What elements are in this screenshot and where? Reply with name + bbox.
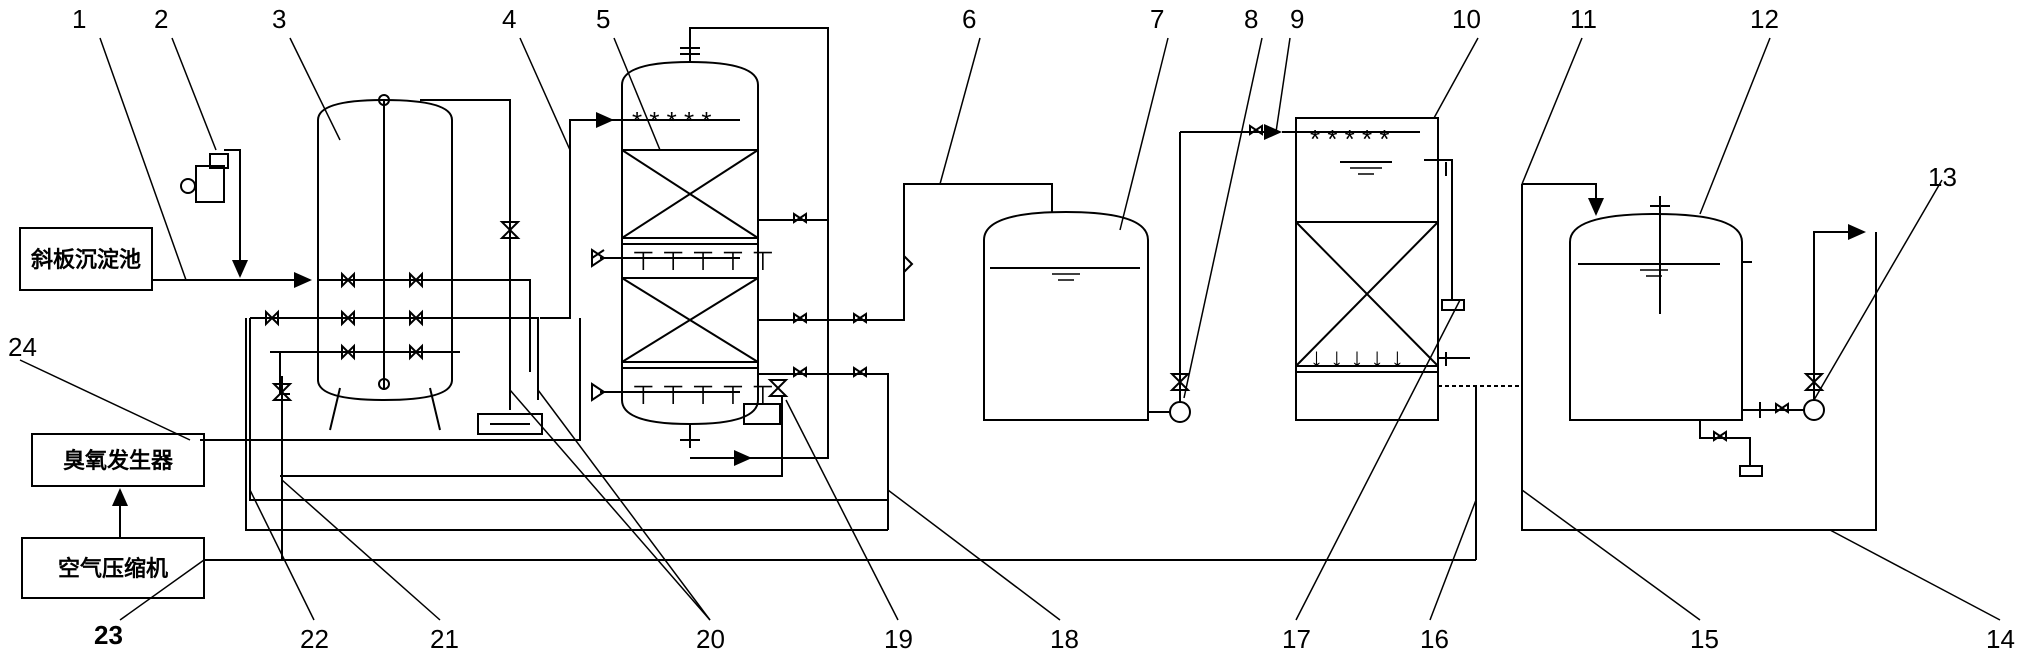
callout-22: 22 xyxy=(300,624,329,654)
callout-19: 19 xyxy=(884,624,913,654)
callout-21: 21 xyxy=(430,624,459,654)
callout-17: 17 xyxy=(1282,624,1311,654)
callout-1: 1 xyxy=(72,4,86,34)
callout-10: 10 xyxy=(1452,4,1481,34)
vessel-outlet-pipe xyxy=(460,317,539,400)
pressure-vessel xyxy=(250,94,460,431)
callout-8: 8 xyxy=(1244,4,1258,34)
callout-12: 12 xyxy=(1750,4,1779,34)
callout-5: 5 xyxy=(596,4,610,34)
settling-tank-box: 斜板沉淀池 xyxy=(19,227,153,291)
svg-text:⊤ ⊤ ⊤ ⊤ ⊤: ⊤ ⊤ ⊤ ⊤ ⊤ xyxy=(632,246,774,276)
dosing-device xyxy=(180,149,248,278)
storage-tank xyxy=(983,210,1149,421)
callout-4: 4 xyxy=(502,4,516,34)
callout-numbers: 1 2 3 4 5 6 7 8 9 10 11 12 13 14 15 16 1… xyxy=(8,4,2015,654)
bottom-return-line xyxy=(245,318,888,531)
pump-8 xyxy=(1169,401,1191,423)
callout-6: 6 xyxy=(962,4,976,34)
callout-16: 16 xyxy=(1420,624,1449,654)
callout-14: 14 xyxy=(1986,624,2015,654)
valve-v3 xyxy=(767,379,789,397)
pump-13 xyxy=(1803,399,1825,421)
callout-3: 3 xyxy=(272,4,286,34)
svg-text:↓ ↓ ↓ ↓ ↓: ↓ ↓ ↓ ↓ ↓ xyxy=(1310,342,1404,372)
svg-text:* * * * *: * * * * * xyxy=(632,106,712,136)
ozone-generator-label: 臭氧发生器 xyxy=(63,448,174,474)
svg-text:* * * * *: * * * * * xyxy=(1310,124,1390,154)
right-loop-line xyxy=(1521,184,1877,531)
settling-tank-label: 斜板沉淀池 xyxy=(30,247,141,273)
drain-tray-2 xyxy=(743,403,781,425)
callout-23: 23 xyxy=(94,620,123,650)
svg-text:⊤ ⊤ ⊤ ⊤ ⊤: ⊤ ⊤ ⊤ ⊤ ⊤ xyxy=(632,380,774,410)
callout-13: 13 xyxy=(1928,162,1957,192)
vessel-top-pipe xyxy=(420,99,511,410)
valve-v2 xyxy=(271,383,293,401)
callout-7: 7 xyxy=(1150,4,1164,34)
callout-18: 18 xyxy=(1050,624,1079,654)
packed-column: * * * * * ⊤ ⊤ ⊤ ⊤ ⊤ ⊤ ⊤ ⊤ ⊤ ⊤ xyxy=(591,45,774,448)
air-compressor-label: 空气压缩机 xyxy=(58,556,168,582)
callout-24: 24 xyxy=(8,332,37,362)
ozone-generator-box: 臭氧发生器 xyxy=(31,433,205,487)
line-4 xyxy=(540,112,614,319)
callout-11: 11 xyxy=(1570,4,1597,34)
valve-v1 xyxy=(499,221,521,239)
right-tank xyxy=(1569,196,1743,421)
reactor-column: * * * * * ↓ ↓ ↓ ↓ ↓ xyxy=(1282,117,1439,421)
callout-9: 9 xyxy=(1290,4,1304,34)
drain-tray-1 xyxy=(477,413,543,435)
air-compressor-box: 空气压缩机 xyxy=(21,537,205,599)
callout-20: 20 xyxy=(696,624,725,654)
callout-leaders xyxy=(19,37,2001,621)
line-11 xyxy=(1522,183,1604,216)
callout-2: 2 xyxy=(154,4,168,34)
callout-15: 15 xyxy=(1690,624,1719,654)
